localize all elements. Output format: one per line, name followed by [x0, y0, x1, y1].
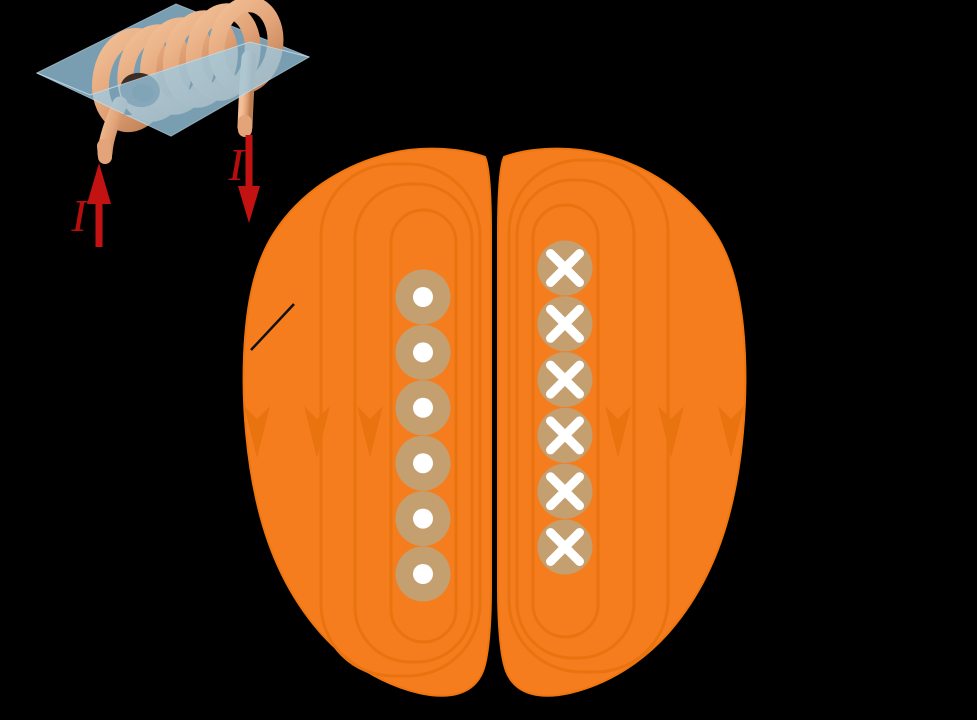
cross-stroke	[546, 472, 584, 511]
field-arrowhead-down	[304, 406, 330, 458]
field-arrowhead-down	[718, 406, 744, 458]
field-direction-arrows-right	[605, 406, 744, 458]
cross-stroke	[546, 528, 584, 566]
cross-stroke	[546, 249, 584, 287]
coil-lead-left-tip	[97, 139, 112, 164]
field-loop-middle	[515, 178, 636, 660]
field-direction-arrows-left	[244, 406, 383, 458]
cross-stroke	[546, 416, 584, 455]
current-arrow-down	[238, 135, 260, 223]
current-in-cross-symbol	[546, 528, 584, 566]
cross-stroke	[546, 304, 584, 343]
solenoid-inset: I I	[35, 0, 311, 247]
current-in-cross-symbol	[546, 360, 584, 399]
current-label-right: I	[227, 139, 246, 190]
current-in-cross-symbol	[546, 304, 584, 343]
current-out-dot-symbol	[413, 397, 433, 418]
wire-row-out-of-page	[395, 269, 451, 602]
cross-stroke	[546, 360, 584, 399]
field-cross-section	[242, 147, 747, 697]
field-arrowhead-down	[357, 406, 383, 458]
cut-plane-front	[36, 41, 311, 137]
field-arrowhead-down	[244, 406, 270, 458]
leader-line	[250, 303, 295, 351]
current-out-dot-symbol	[413, 508, 433, 529]
current-in-cross-symbol	[546, 249, 584, 287]
current-arrow-up-head	[87, 163, 111, 204]
current-out-dot-symbol	[413, 564, 433, 584]
current-out-dot-symbol	[413, 453, 433, 474]
current-out-dot-symbol	[413, 342, 433, 363]
field-loop-inner	[531, 203, 600, 639]
wire-row-into-page	[537, 240, 593, 575]
current-out-dot-symbol	[413, 287, 433, 307]
current-in-cross-symbol	[546, 416, 584, 455]
current-in-cross-symbol	[546, 472, 584, 511]
field-loop-inner	[389, 208, 458, 644]
field-loop-middle	[353, 182, 474, 664]
current-label-left: I	[70, 190, 89, 241]
field-loops-right	[507, 158, 670, 674]
current-arrow-down-head	[238, 186, 260, 223]
field-arrowhead-down	[658, 406, 684, 458]
field-arrowhead-down	[605, 406, 631, 458]
current-arrow-up	[87, 163, 111, 247]
